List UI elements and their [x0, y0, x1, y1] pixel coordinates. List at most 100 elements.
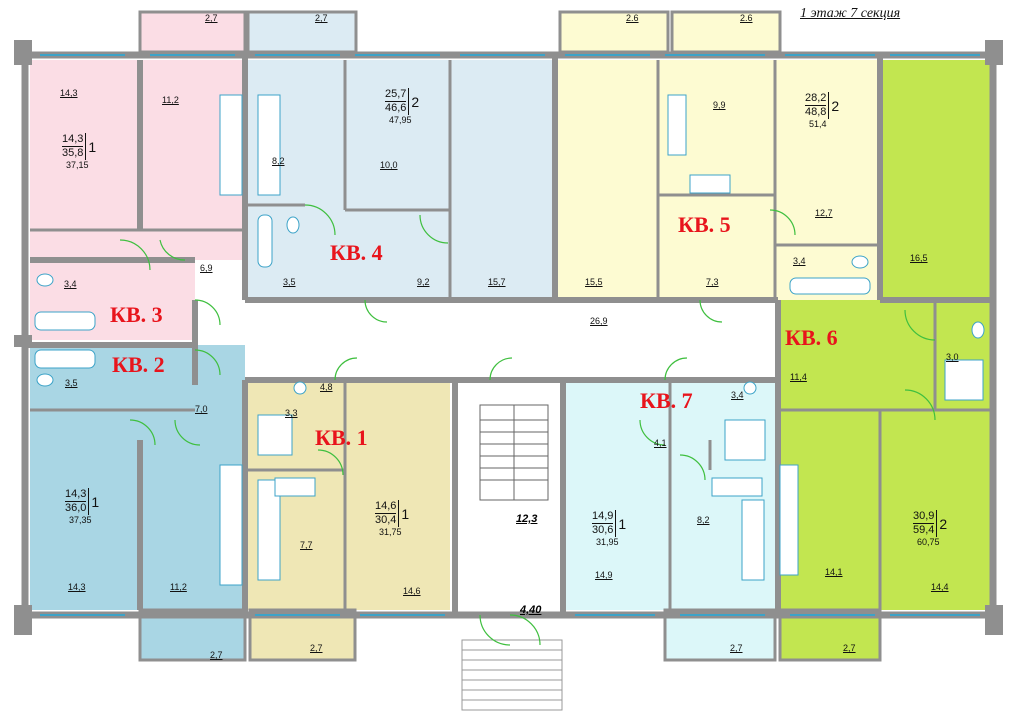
room-area-label: 26,9 [590, 316, 608, 326]
apartment-label-kv1: КВ. 1 [315, 425, 368, 450]
room-area-label: 3,3 [285, 408, 298, 418]
room-area-label: 3,5 [65, 378, 78, 388]
room-area-label: 10,0 [380, 160, 398, 170]
windows [40, 54, 980, 616]
apartment-label-kv5: КВ. 5 [678, 212, 731, 237]
room-area-label: 4,8 [320, 382, 333, 392]
kitchen-fixtures [219, 94, 799, 586]
summary-living: 25,7 [385, 88, 407, 102]
floor-title: 1 этаж 7 секция [800, 6, 901, 21]
summary-total: 59,4 [913, 524, 935, 536]
room-area-label: 9,2 [417, 277, 430, 287]
summary-living: 14,3 [62, 133, 84, 147]
room-area-label: 11,2 [162, 95, 179, 105]
room-area-label: 2,7 [315, 13, 328, 23]
summary-gross: 47,95 [389, 115, 412, 125]
summary-rooms: 2 [939, 515, 948, 532]
wall-posts [14, 40, 1003, 635]
interior-walls [28, 58, 990, 612]
room-area-label: 14,4 [931, 582, 949, 592]
room-area-label: 4,1 [654, 438, 667, 448]
room-area-label: 3,4 [64, 279, 77, 289]
room-area-label: 7,3 [706, 277, 719, 287]
summary-total: 35,8 [62, 147, 84, 159]
summary-living: 30,9 [913, 510, 935, 524]
summary-total: 30,4 [375, 514, 397, 526]
kv6-area [880, 60, 990, 300]
entrance-area-label: 4,40 [520, 604, 542, 616]
balcony-top-4 [670, 10, 782, 54]
kv6-lower [778, 300, 990, 610]
room-area-label: 6,9 [200, 263, 213, 273]
summary-living: 28,2 [805, 92, 827, 106]
room-area-label: 7,0 [195, 404, 208, 414]
apartment-label-kv7: КВ. 7 [640, 388, 693, 413]
room-area-label: 2,7 [210, 650, 223, 660]
summary-total: 46,6 [385, 102, 407, 114]
balcony-top-1 [138, 10, 247, 54]
stair-area [455, 380, 563, 610]
summary-gross: 31,95 [596, 537, 619, 547]
apartment-label-kv6: КВ. 6 [785, 325, 838, 350]
room-area-label: 2,7 [205, 13, 218, 23]
apartment-label-kv3: КВ. 3 [110, 302, 163, 327]
room-area-label: 14,3 [60, 88, 78, 98]
room-area-label: 3,0 [946, 352, 959, 362]
room-area-label: 11,2 [170, 582, 187, 592]
room-area-label: 14,9 [595, 570, 613, 580]
summary-rooms: 1 [88, 138, 97, 155]
summary-gross: 37,15 [66, 160, 89, 170]
room-area-label: 14,6 [403, 586, 421, 596]
room-area-label: 15,5 [585, 277, 603, 287]
balcony-top-2 [246, 10, 358, 54]
room-area-label: 16,5 [910, 253, 928, 263]
summary-total: 36,0 [65, 502, 87, 514]
summary-rooms: 2 [831, 97, 840, 114]
room-area-label: 11,4 [790, 372, 807, 382]
room-area-label: 2,7 [843, 643, 856, 653]
room-area-label: 3,4 [793, 256, 806, 266]
stair-area-label: 12,3 [516, 513, 538, 525]
room-area-label: 2,7 [730, 643, 743, 653]
room-area-label: 3,5 [283, 277, 296, 287]
thin-walls [30, 60, 990, 610]
bath-fixtures [34, 214, 985, 461]
summary-rooms: 2 [411, 93, 420, 110]
summary-gross: 31,75 [379, 527, 402, 537]
summary-living: 14,3 [65, 488, 87, 502]
entrance-steps [461, 639, 563, 711]
room-area-label: 8,2 [697, 515, 710, 525]
apartment-label-kv4: КВ. 4 [330, 240, 383, 265]
apartment-label-kv2: КВ. 2 [112, 352, 165, 377]
summary-rooms: 1 [91, 493, 100, 510]
balcony-top-3 [558, 10, 670, 54]
summary-total: 48,8 [805, 106, 827, 118]
summary-rooms: 1 [618, 515, 627, 532]
room-area-label: 15,7 [488, 277, 506, 287]
room-area-label: 2.6 [626, 13, 639, 23]
summary-gross: 51,4 [809, 119, 827, 129]
summary-living: 14,9 [592, 510, 614, 524]
summary-living: 14,6 [375, 500, 397, 514]
room-area-label: 14,1 [825, 567, 843, 577]
room-area-label: 12,7 [815, 208, 833, 218]
doors [119, 204, 936, 646]
kv4-area [245, 60, 555, 300]
summary-total: 30,6 [592, 524, 614, 536]
stairs [479, 404, 549, 501]
room-area-label: 7,7 [300, 540, 313, 550]
room-area-label: 2,7 [310, 643, 323, 653]
room-area-label: 9,9 [713, 100, 726, 110]
room-area-label: 3,4 [731, 390, 744, 400]
room-area-label: 14,3 [68, 582, 86, 592]
summary-rooms: 1 [401, 505, 410, 522]
summary-gross: 37,35 [69, 515, 92, 525]
corridor [195, 300, 778, 380]
